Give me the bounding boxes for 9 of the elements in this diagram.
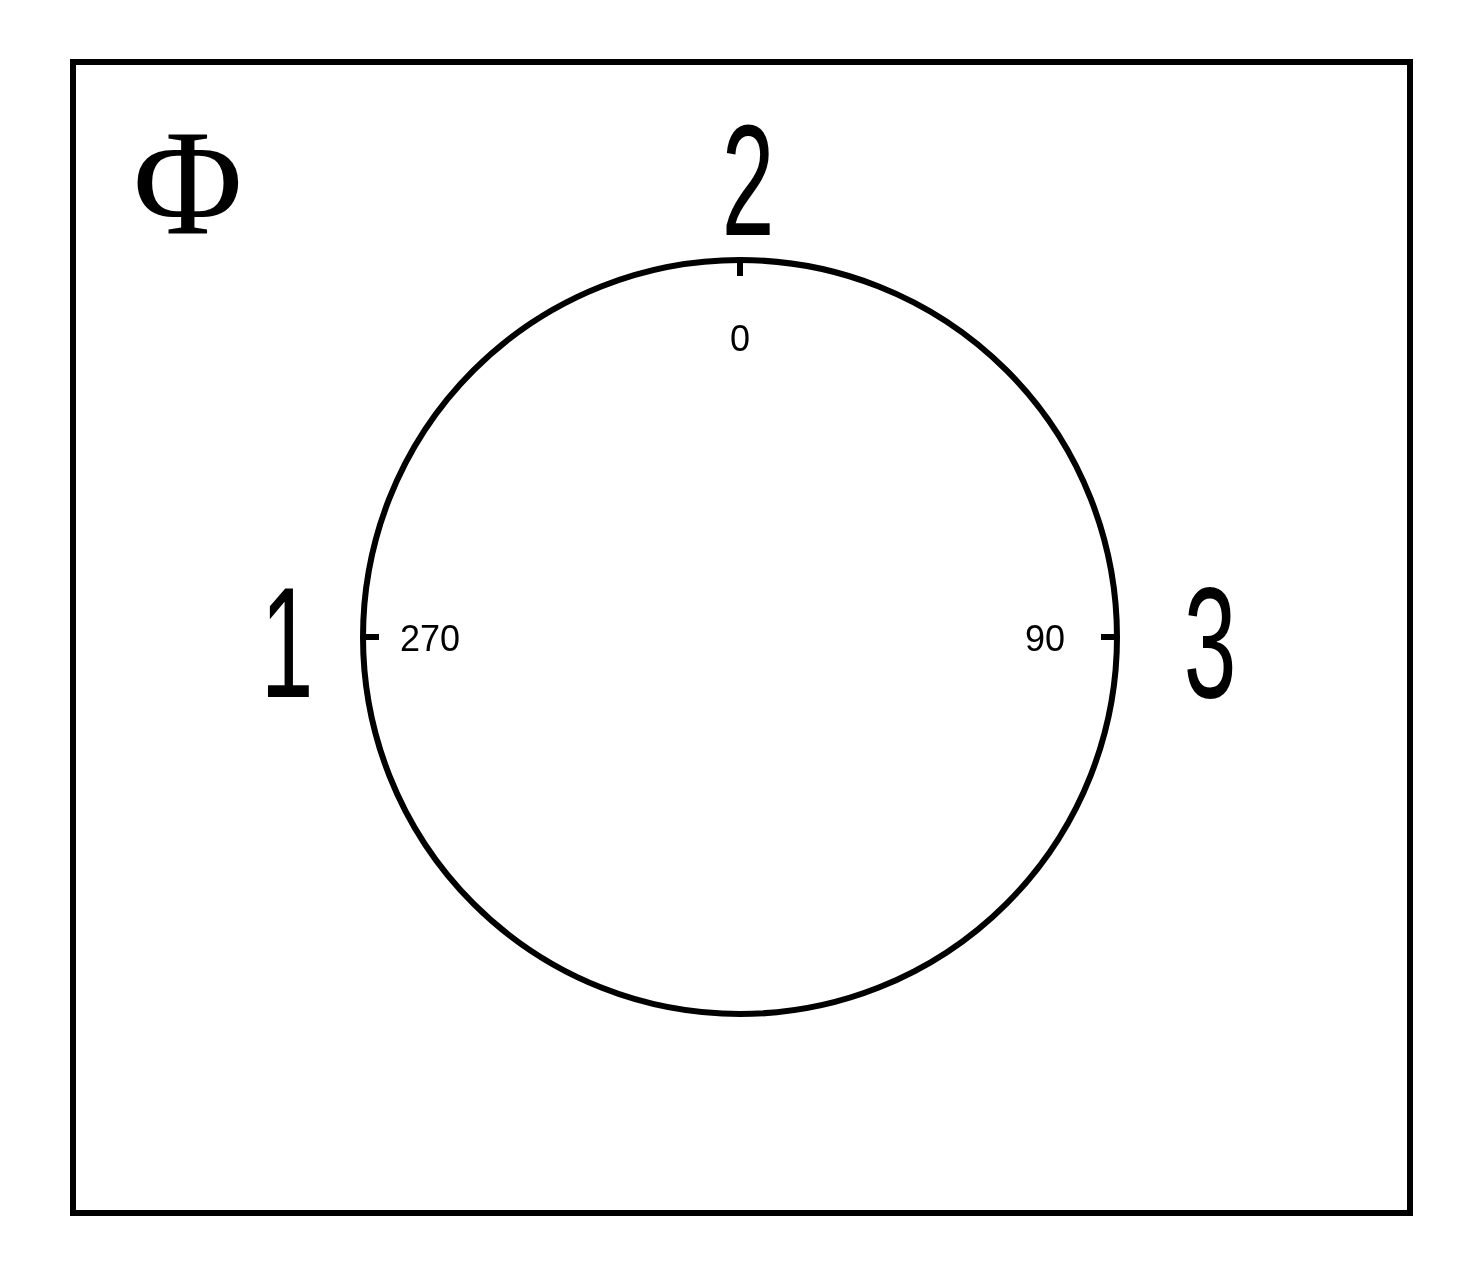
switch-plate — [70, 59, 1413, 1216]
phase-symbol: Φ — [133, 107, 243, 257]
dial-circle — [360, 257, 1120, 1017]
position-number: 3 — [1183, 563, 1237, 721]
angle-label: 270 — [400, 621, 461, 657]
position-number: 2 — [721, 101, 775, 259]
angle-label: 90 — [1024, 621, 1065, 657]
angle-label: 0 — [730, 321, 750, 357]
position-number: 1 — [260, 563, 314, 721]
